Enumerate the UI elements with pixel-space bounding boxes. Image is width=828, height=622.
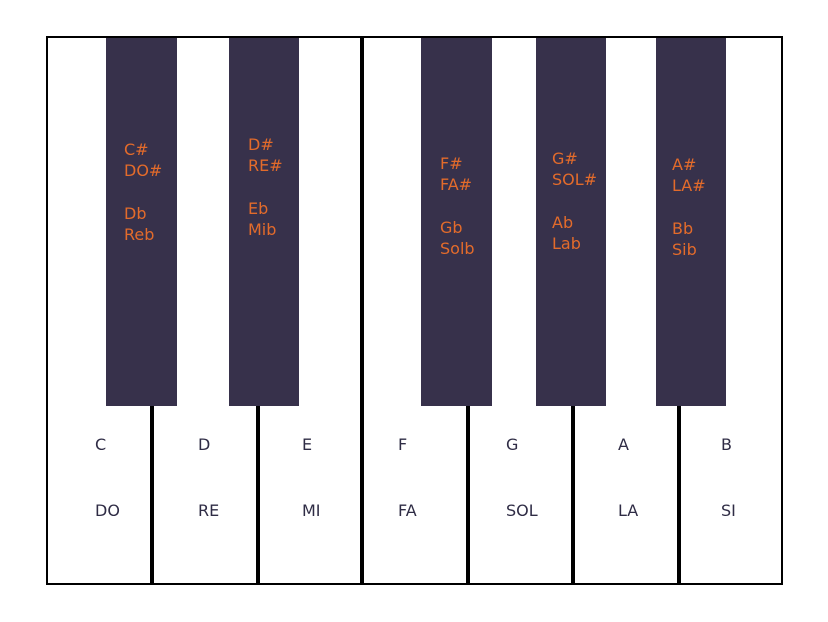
key-label: E MI [302,390,333,566]
note-name: E [302,435,313,454]
key-divider [466,406,470,583]
sharp-solfege: LA# [672,176,706,195]
key-label: G# SOL# Ab Lab [552,148,597,254]
white-key-f[interactable]: F FA [364,38,466,583]
sharp-name: A# [672,155,697,174]
key-label: A# LA# Bb Sib [672,154,706,260]
solfege-name: FA [398,501,417,520]
sharp-name: C# [124,140,149,159]
white-key-g[interactable]: G SOL [470,38,571,583]
key-label: C DO [95,390,126,566]
key-label: G SOL [506,390,538,566]
flat-name: Eb [248,199,269,218]
flat-name: Ab [552,213,574,232]
sharp-name: G# [552,149,578,168]
sharp-solfege: SOL# [552,170,598,189]
solfege-name: MI [302,501,321,520]
note-name: A [618,435,629,454]
piano-keyboard: C DO D RE E MI F FA G SOL A LA B [46,36,783,585]
key-label: D RE [198,390,229,566]
key-divider [150,406,154,583]
key-label: C# DO# Db Reb [124,139,162,245]
sharp-solfege: DO# [124,161,163,180]
note-name: G [506,435,519,454]
key-label: A LA [618,390,649,566]
solfege-name: SI [721,501,736,520]
note-name: C [95,435,107,454]
solfege-name: SOL [506,501,538,520]
solfege-name: RE [198,501,220,520]
black-key-d-sharp[interactable]: D# RE# Eb Mib [229,38,299,406]
key-label: F# FA# Gb Solb [440,153,475,259]
flat-solfege: Lab [552,234,581,253]
flat-name: Db [124,204,147,223]
flat-name: Gb [440,218,463,237]
white-key-d[interactable]: D RE [154,38,256,583]
black-key-g-sharp[interactable]: G# SOL# Ab Lab [536,38,606,406]
key-divider [360,38,364,583]
white-key-c[interactable]: C DO [48,38,150,583]
key-label: D# RE# Eb Mib [248,134,283,240]
note-name: B [721,435,732,454]
sharp-solfege: FA# [440,175,473,194]
flat-solfege: Mib [248,220,277,239]
flat-name: Bb [672,219,694,238]
sharp-name: F# [440,154,463,173]
flat-solfege: Sib [672,240,697,259]
white-key-b[interactable]: B SI [681,38,781,583]
note-name: F [398,435,408,454]
key-divider [677,406,681,583]
black-key-f-sharp[interactable]: F# FA# Gb Solb [421,38,492,406]
sharp-name: D# [248,135,274,154]
key-label: F FA [398,390,429,566]
key-divider [571,406,575,583]
black-key-a-sharp[interactable]: A# LA# Bb Sib [656,38,726,406]
key-label: B SI [721,390,752,566]
note-name: D [198,435,211,454]
key-divider [256,406,260,583]
sharp-solfege: RE# [248,156,283,175]
flat-solfege: Solb [440,239,475,258]
solfege-name: LA [618,501,639,520]
white-key-e[interactable]: E MI [260,38,360,583]
white-key-a[interactable]: A LA [575,38,677,583]
black-key-c-sharp[interactable]: C# DO# Db Reb [106,38,177,406]
solfege-name: DO [95,501,120,520]
flat-solfege: Reb [124,225,155,244]
